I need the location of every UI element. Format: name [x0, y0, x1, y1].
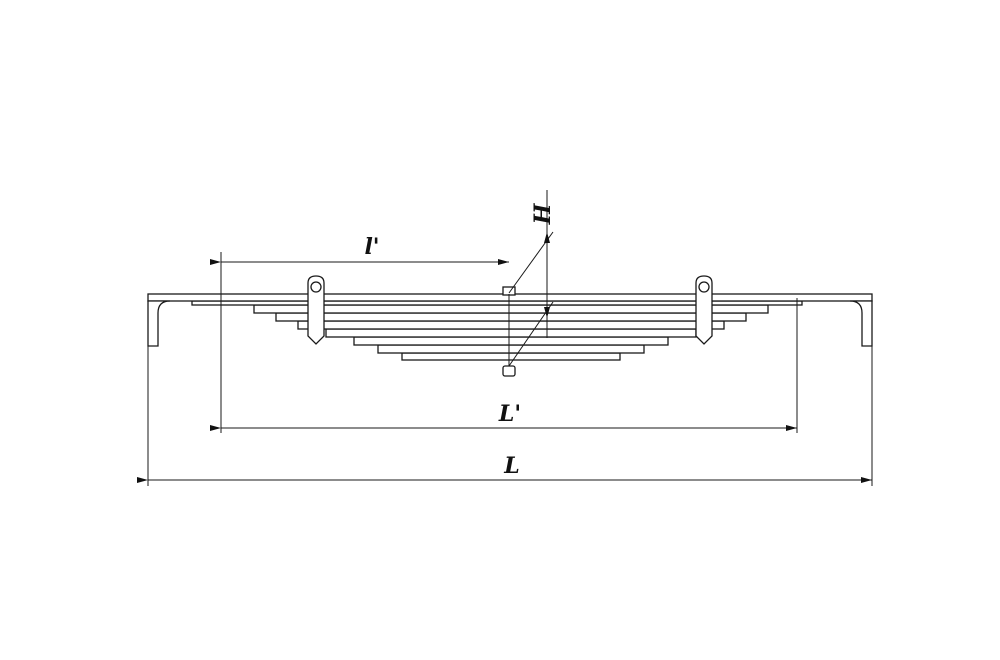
left-hook-end	[147, 300, 171, 347]
leaf-3	[325, 328, 697, 338]
spring-leaves	[147, 293, 873, 361]
half-span-dimension: l'	[210, 234, 509, 433]
inner-span-dimension: L'	[210, 298, 798, 433]
right-hook-end	[849, 300, 873, 347]
overall-length-label: L	[503, 453, 519, 479]
height-dimension: H	[508, 190, 556, 367]
leaf-6	[401, 352, 621, 361]
overall-length-dimension: L	[137, 346, 873, 486]
leaf-5	[377, 344, 645, 354]
inner-span-label: L'	[498, 401, 521, 427]
leaf-1	[275, 312, 747, 322]
left-clamp	[307, 275, 325, 345]
leaf-4	[353, 336, 669, 346]
right-clamp	[695, 275, 713, 345]
height-label: H	[530, 202, 556, 225]
leaf-0b	[253, 304, 769, 314]
leaf-2	[297, 320, 725, 330]
half-span-label: l'	[364, 234, 379, 260]
